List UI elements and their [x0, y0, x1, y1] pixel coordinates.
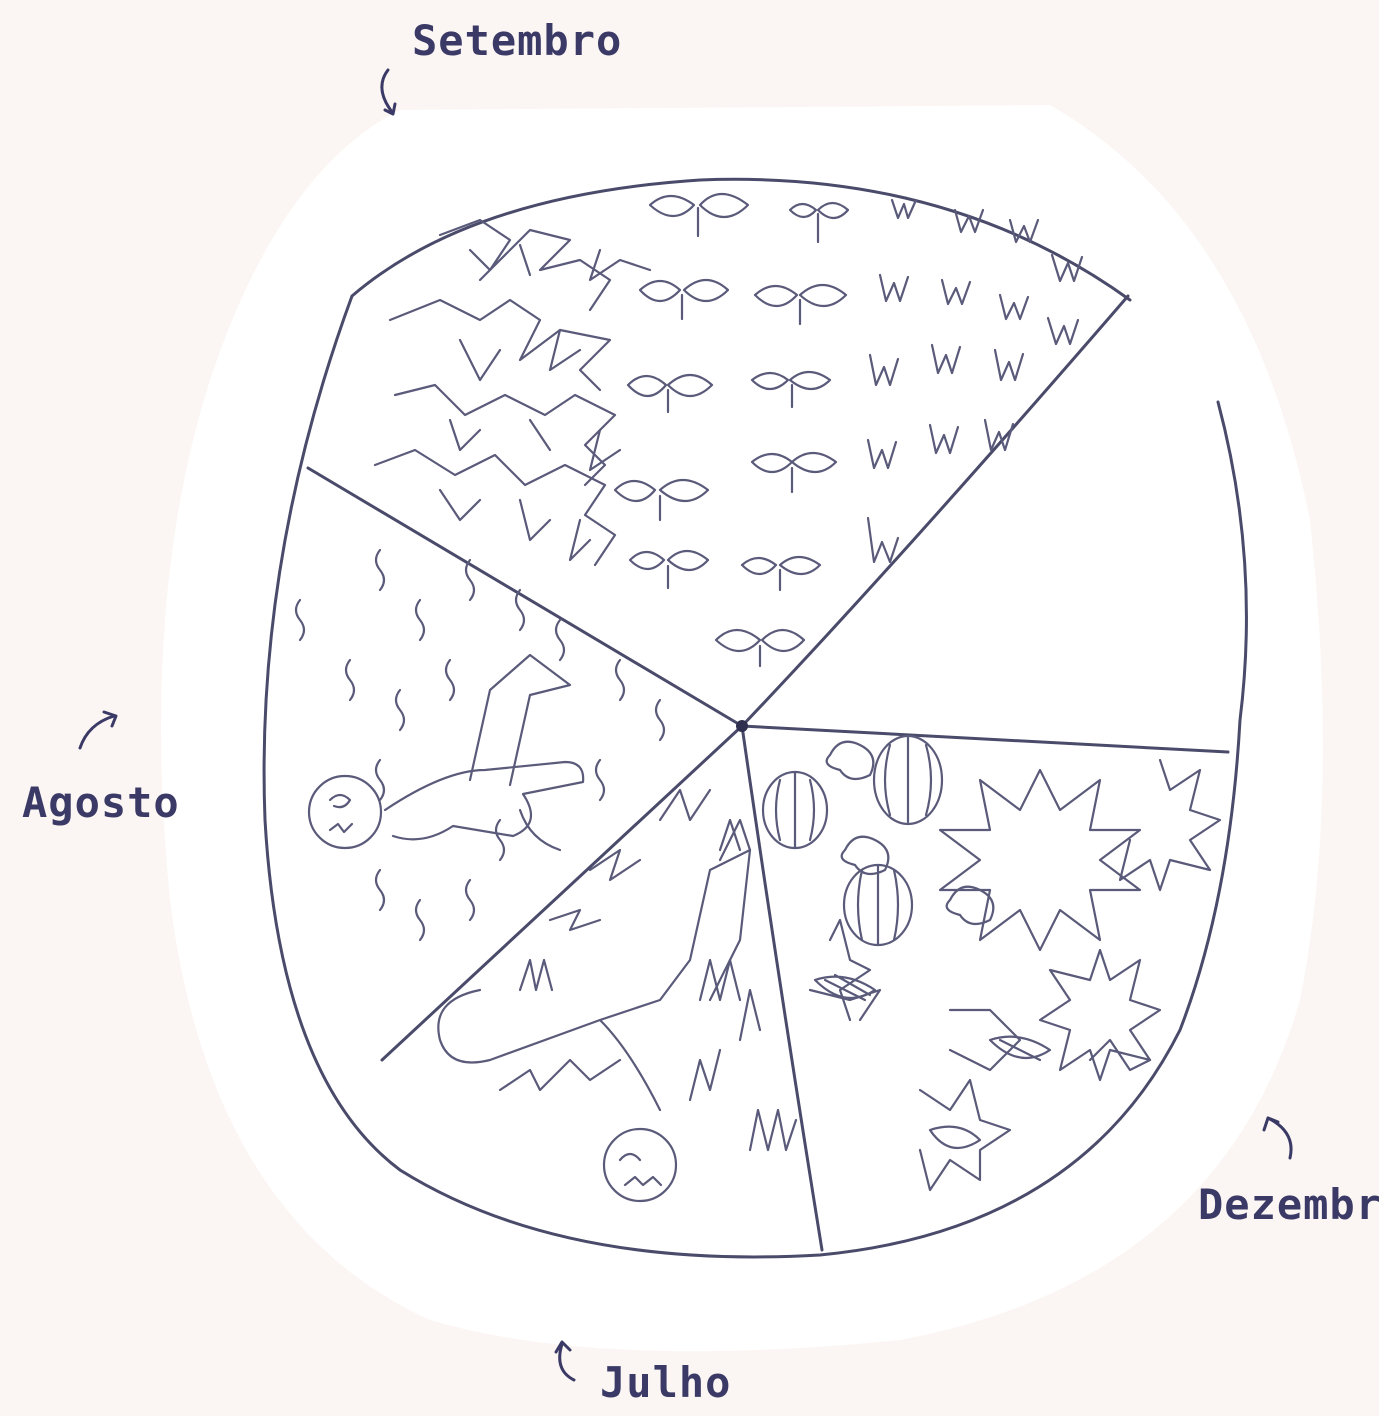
label-setembro: Setembro — [412, 16, 622, 65]
label-agosto: Agosto — [22, 778, 180, 827]
label-dezembro: Dezembro — [1198, 1180, 1379, 1229]
center-point — [736, 720, 748, 732]
label-julho: Julho — [600, 1358, 731, 1407]
